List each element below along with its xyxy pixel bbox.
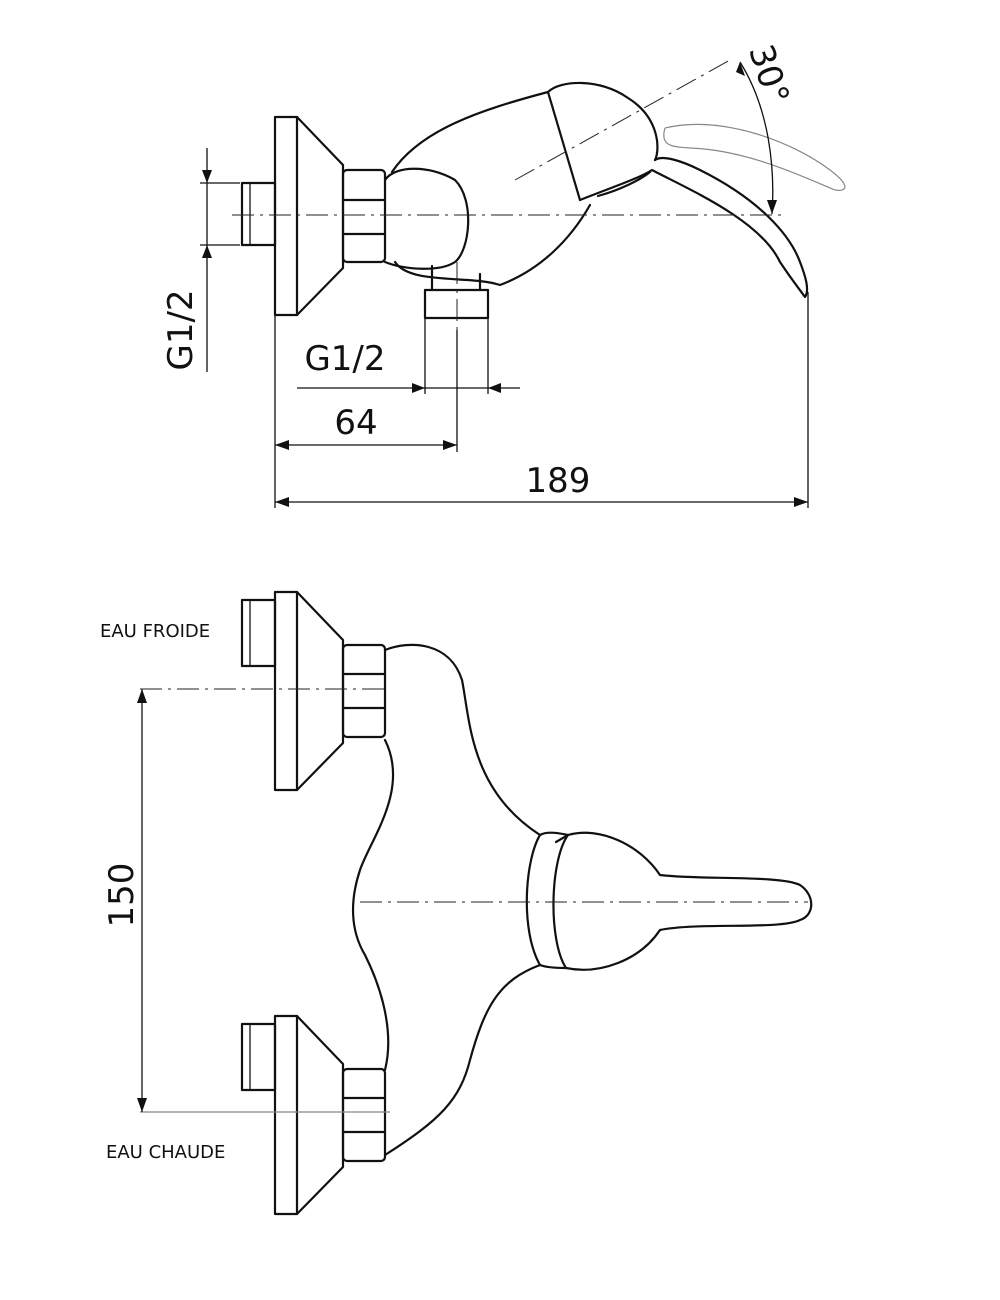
front-top-flange	[240, 590, 387, 792]
side-body-dome	[383, 167, 470, 270]
dim-offset	[274, 315, 458, 508]
dim-overall-text: 189	[526, 461, 591, 501]
dim-offset-text: 64	[334, 403, 377, 443]
dim-overall	[275, 292, 809, 508]
side-lever-axis	[514, 59, 731, 181]
angle-arc	[739, 61, 774, 215]
dim-thread-vertical	[200, 148, 240, 372]
side-view: G1/2 G1/2 64 189 30°	[161, 40, 846, 508]
side-inlet-stub	[240, 181, 277, 247]
front-bottom-flange	[240, 1014, 387, 1216]
dim-spacing-text: 150	[102, 863, 142, 928]
dim-spacing	[137, 689, 147, 1112]
dim-thread-horizontal-text: G1/2	[304, 339, 385, 379]
front-lever-handle	[525, 831, 813, 971]
side-hex-nut	[341, 168, 387, 264]
dim-thread-vertical-text: G1/2	[161, 289, 201, 370]
dim-thread-horizontal	[297, 318, 520, 394]
side-lever-handle	[546, 81, 846, 299]
front-mixer-body	[352, 643, 542, 1157]
dim-angle-text: 30°	[740, 40, 797, 110]
hot-water-label: EAU CHAUDE	[106, 1142, 225, 1163]
side-wall-flange	[273, 115, 345, 317]
front-view: 150 EAU FROIDE EAU CHAUDE	[100, 590, 813, 1216]
cold-water-label: EAU FROIDE	[100, 621, 210, 642]
side-body	[390, 90, 592, 287]
